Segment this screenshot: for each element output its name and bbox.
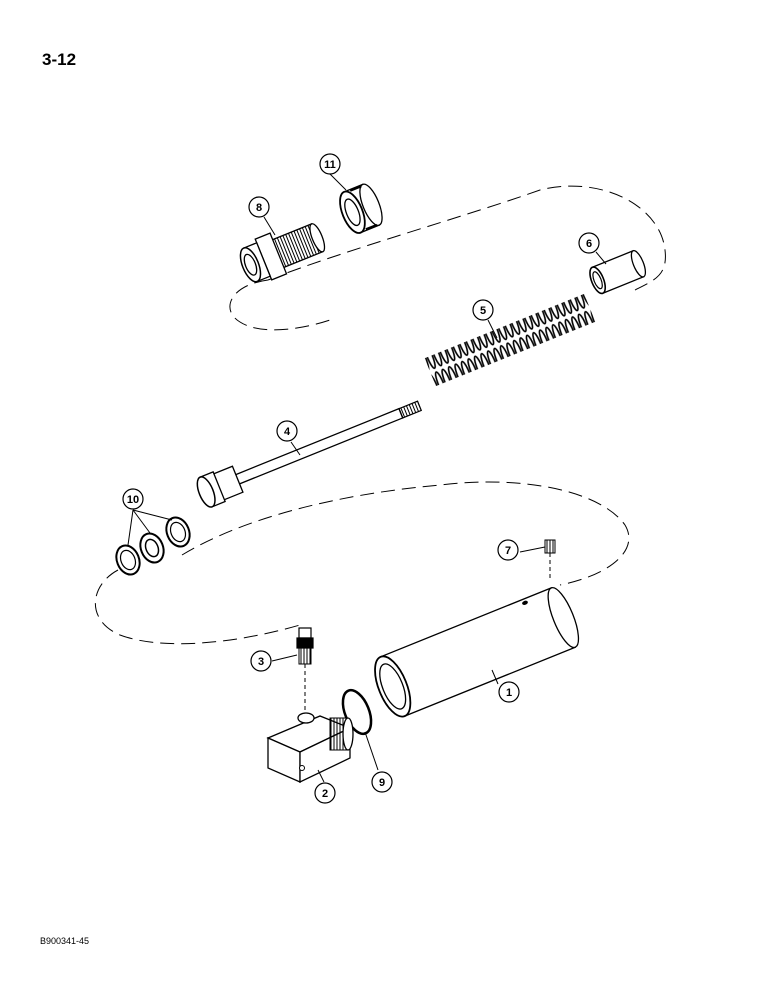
callout-10: 10 — [122, 488, 144, 510]
svg-text:7: 7 — [505, 545, 511, 557]
svg-text:6: 6 — [586, 238, 592, 250]
spacer-sleeve-part — [589, 249, 647, 295]
callout-11: 11 — [319, 153, 341, 175]
spring-part — [424, 293, 596, 387]
svg-text:5: 5 — [480, 305, 486, 317]
svg-text:8: 8 — [256, 202, 262, 214]
grease-fitting-part — [296, 627, 314, 712]
lower-group-outline-left — [94, 569, 301, 645]
callout-4: 4 — [276, 420, 298, 442]
svg-text:1: 1 — [506, 687, 512, 699]
callout-9: 9 — [371, 771, 393, 793]
callout-6: 6 — [578, 232, 600, 254]
svg-text:11: 11 — [324, 159, 336, 171]
gland-fitting-part — [239, 223, 326, 283]
piston-rod-part — [196, 400, 423, 508]
svg-text:4: 4 — [284, 426, 291, 438]
upper-group-outline-left — [229, 279, 331, 331]
svg-text:9: 9 — [379, 777, 385, 789]
svg-text:2: 2 — [322, 788, 328, 800]
end-fitting-block-part — [266, 712, 354, 784]
callout-3: 3 — [250, 650, 272, 672]
callout-5: 5 — [472, 299, 494, 321]
callout-8: 8 — [248, 196, 270, 218]
svg-text:10: 10 — [127, 494, 139, 506]
upper-group-outline — [267, 185, 666, 291]
callout-2: 2 — [314, 782, 336, 804]
set-screw-part — [544, 539, 556, 580]
page-number: 3-12 — [42, 50, 77, 69]
callout-1: 1 — [498, 681, 520, 703]
cylinder-barrel-part — [374, 586, 580, 718]
svg-text:3: 3 — [258, 656, 264, 668]
seal-set-part — [115, 516, 191, 576]
nut-part — [339, 183, 383, 234]
leader-lines — [127, 173, 607, 783]
lower-group-outline — [181, 481, 630, 586]
callout-7: 7 — [497, 539, 519, 561]
figure-code: B900341-45 — [40, 936, 90, 946]
